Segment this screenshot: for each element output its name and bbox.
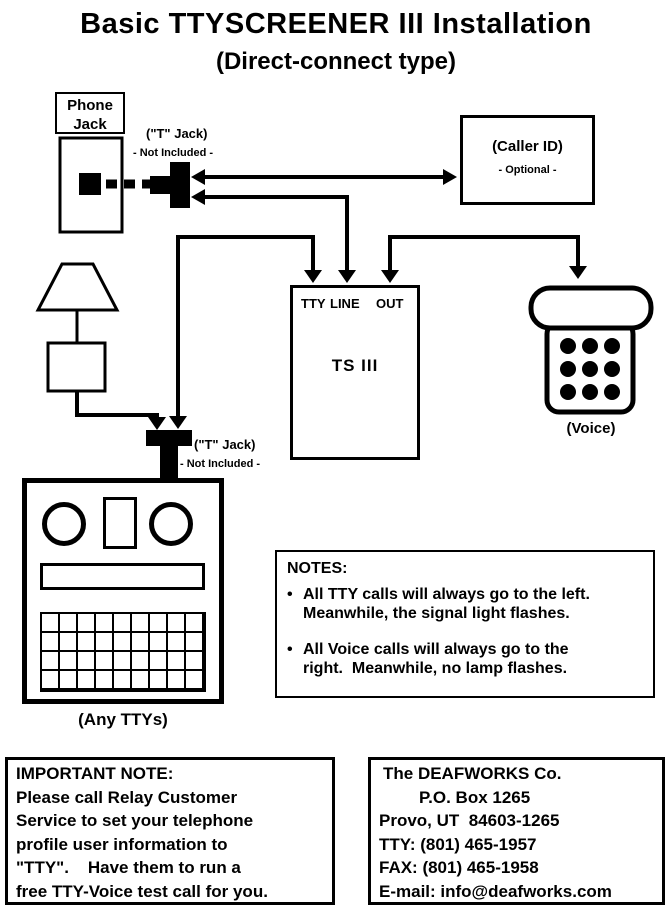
tty-label: (Any TTYs)	[78, 710, 168, 729]
ts3-port-line-label: LINE	[330, 296, 360, 311]
note-line: right. Meanwhile, no lamp flashes.	[303, 660, 568, 677]
contact-fax: FAX: (801) 465-1958	[379, 858, 539, 877]
important-note-line: Please call Relay Customer	[16, 787, 238, 807]
ts3-box: TTY LINE OUT TS III	[290, 285, 420, 460]
notes-box: NOTES: • All TTY calls will always go to…	[275, 550, 655, 698]
caller-id-box: (Caller ID) - Optional -	[460, 115, 595, 205]
t-jack-bottom-icon	[146, 430, 192, 478]
keypad-dot	[560, 361, 576, 377]
important-note-line: profile user information to	[16, 834, 228, 854]
phone-line-connection	[191, 189, 356, 283]
t-jack-bottom-note: - Not Included -	[180, 458, 261, 470]
important-note-box: IMPORTANT NOTE: Please call Relay Custom…	[5, 757, 335, 905]
keypad-dot	[604, 361, 620, 377]
t-jack-bottom-label: ("T" Jack)	[194, 437, 256, 452]
tty-coupler-left	[42, 502, 86, 546]
note-line: All Voice calls will always go to the	[303, 641, 569, 658]
arrowhead-down	[304, 270, 322, 283]
tty-display	[40, 563, 205, 590]
caller-id-label: (Caller ID)	[492, 138, 563, 155]
page-subtitle: (Direct-connect type)	[215, 48, 457, 75]
important-note-line: free TTY-Voice test call for you.	[16, 881, 268, 901]
ts3-name: TS III	[331, 356, 379, 375]
note-line: All TTY calls will always go to the left…	[303, 586, 590, 603]
lamp-base	[46, 341, 107, 393]
contact-pobox: P.O. Box 1265	[419, 787, 531, 807]
tty-paper-slot	[103, 497, 137, 549]
lamp-shade	[35, 262, 120, 312]
voice-port-connection	[381, 235, 587, 283]
contact-box: The DEAFWORKS Co. P.O. Box 1265 Provo, U…	[368, 757, 665, 905]
arrowhead-left	[191, 189, 205, 205]
tty-device-drawing	[22, 478, 224, 704]
arrowhead-left	[191, 169, 205, 185]
tty-coupler-right	[149, 502, 193, 546]
bullet-icon: •	[287, 641, 293, 658]
phone-jack-label-box: Phone Jack	[55, 92, 125, 134]
voice-label: (Voice)	[566, 420, 616, 437]
arrowhead-down	[169, 416, 187, 429]
note-item: • All TTY calls will always go to the le…	[287, 585, 643, 623]
tty-keyboard	[40, 612, 206, 692]
important-note-heading: IMPORTANT NOTE:	[16, 764, 174, 783]
t-jack-top-icon	[150, 162, 190, 208]
notes-heading: NOTES:	[287, 560, 348, 577]
t-jack-top-label: ("T" Jack)	[146, 126, 208, 141]
note-line: Meanwhile, the signal light flashes.	[303, 605, 570, 622]
caller-id-double-arrow	[191, 169, 457, 185]
keypad-dot	[604, 338, 620, 354]
arrowhead-down	[338, 270, 356, 283]
lamp-icon	[35, 262, 120, 393]
phone-jack-label-line1: Phone	[67, 97, 113, 114]
keypad-dot	[582, 361, 598, 377]
contact-email: E-mail: info@deafworks.com	[379, 881, 612, 901]
contact-company: The DEAFWORKS Co.	[383, 764, 562, 783]
caller-id-note: - Optional -	[498, 164, 557, 176]
keypad-dot	[582, 384, 598, 400]
arrowhead-right	[443, 169, 457, 185]
arrowhead-down	[148, 417, 166, 430]
arrowhead-down	[381, 270, 399, 283]
keypad-dot	[582, 338, 598, 354]
phone-handset	[528, 285, 654, 331]
page-title: Basic TTYSCREENER III Installation	[80, 8, 592, 40]
bullet-icon: •	[287, 586, 293, 603]
contact-city: Provo, UT 84603-1265	[379, 811, 560, 830]
note-item: • All Voice calls will always go to the …	[287, 640, 643, 678]
keypad-dot	[560, 384, 576, 400]
arrowhead-down	[569, 266, 587, 279]
t-jack-top-note: - Not Included -	[133, 147, 214, 159]
keypad-dot	[604, 384, 620, 400]
tty-port-connection	[169, 235, 322, 429]
ts3-port-tty-label: TTY	[301, 296, 326, 311]
voice-phone-icon	[528, 285, 654, 415]
keypad-dot	[560, 338, 576, 354]
phone-jack-label-line2: Jack	[73, 116, 107, 133]
contact-tty: TTY: (801) 465-1957	[379, 834, 537, 854]
important-note-line: Service to set your telephone	[16, 811, 254, 830]
important-note-line: "TTY". Have them to run a	[16, 858, 241, 877]
ts3-port-out-label: OUT	[376, 296, 404, 311]
lamp-wire	[75, 391, 166, 430]
